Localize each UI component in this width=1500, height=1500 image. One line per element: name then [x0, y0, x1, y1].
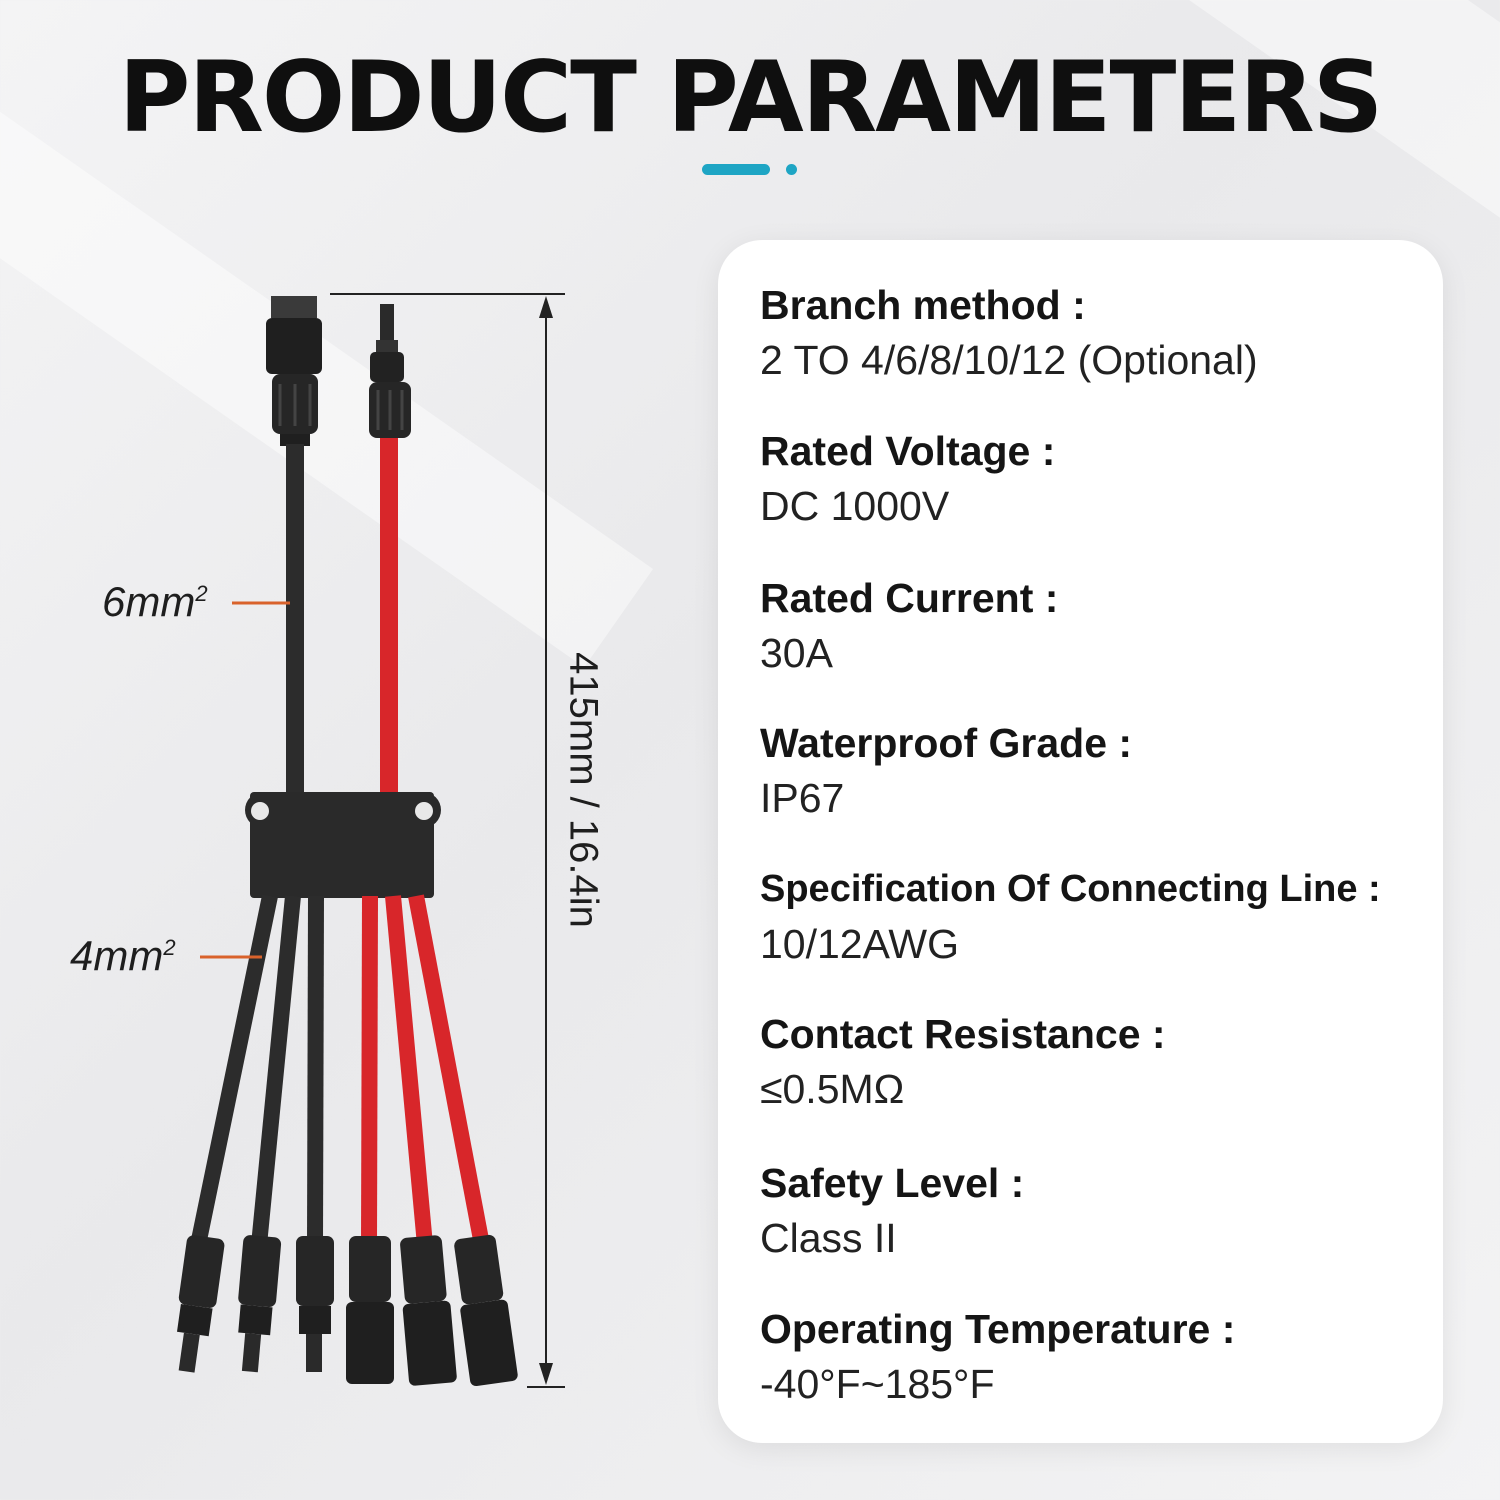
junction-block [245, 792, 441, 898]
param-label: Branch method : [760, 282, 1086, 328]
param-value: Class II [760, 1215, 897, 1261]
param-value: DC 1000V [760, 483, 950, 529]
main-red-cable [380, 438, 398, 794]
param-label: Operating Temperature : [760, 1306, 1236, 1352]
bottom-black-connector [238, 1235, 282, 1373]
dimension-arrow-bottom [539, 1363, 553, 1385]
param-label: Specification Of Connecting Line : [760, 868, 1381, 910]
page-title: PRODUCT PARAMETERS [118, 41, 1384, 155]
param-label: Safety Level : [760, 1160, 1025, 1206]
bottom-red-connector [454, 1234, 518, 1387]
param-value: 30A [760, 630, 833, 676]
product-illustration: 6mm2 4mm2 [0, 250, 700, 1430]
bottom-black-connector [177, 1235, 225, 1373]
param-value: 10/12AWG [760, 921, 960, 967]
branch-cable-image [177, 293, 565, 1388]
param-value: 2 TO 4/6/8/10/12 (Optional) [760, 337, 1258, 383]
param-value: ≤0.5MΩ [760, 1066, 905, 1112]
param-operating-temperature: Operating Temperature : -40°F~185°F [760, 1304, 1235, 1410]
bottom-black-connector [296, 1236, 334, 1372]
param-label: Contact Resistance : [760, 1011, 1166, 1057]
param-branch-method: Branch method : 2 TO 4/6/8/10/12 (Option… [760, 280, 1258, 386]
param-safety-level: Safety Level : Class II [760, 1158, 1024, 1264]
param-value: -40°F~185°F [760, 1361, 995, 1407]
dimension-arrow-top [539, 296, 553, 318]
param-label: Rated Voltage : [760, 428, 1056, 474]
param-rated-voltage: Rated Voltage : DC 1000V [760, 426, 1055, 532]
param-connecting-line-spec: Specification Of Connecting Line : 10/12… [760, 864, 1381, 970]
param-rated-current: Rated Current : 30A [760, 573, 1058, 679]
param-label: Waterproof Grade : [760, 720, 1133, 766]
cable-size-main-label: 6mm2 [102, 578, 208, 625]
param-label: Rated Current : [760, 575, 1059, 621]
top-red-connector [369, 304, 411, 438]
cable-size-branch-label: 4mm2 [70, 932, 176, 979]
param-waterproof-grade: Waterproof Grade : IP67 [760, 718, 1132, 824]
bottom-red-connector [400, 1235, 457, 1386]
param-value: IP67 [760, 775, 845, 821]
top-black-connector [266, 296, 322, 446]
branch-cables [190, 894, 490, 1247]
main-black-cable [286, 444, 304, 794]
parameters-card: Branch method : 2 TO 4/6/8/10/12 (Option… [718, 240, 1443, 1443]
accent-bar [702, 164, 770, 175]
dimension-label: 415mm / 16.4in [561, 652, 606, 928]
bottom-red-connector [346, 1236, 394, 1384]
accent-dot [786, 164, 797, 175]
param-contact-resistance: Contact Resistance : ≤0.5MΩ [760, 1009, 1166, 1115]
